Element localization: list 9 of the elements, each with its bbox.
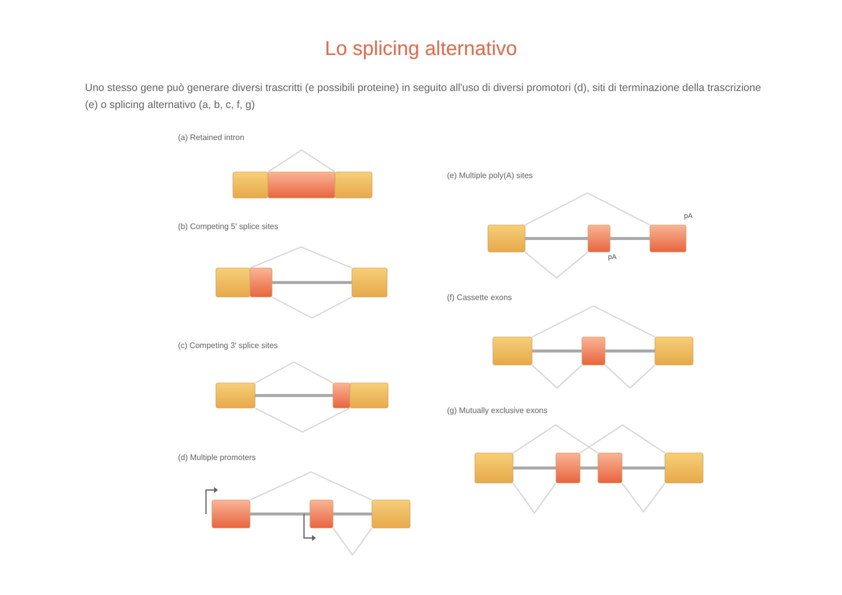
panel-heading: (f) Cassette exons <box>447 293 512 302</box>
panel-heading: (g) Mutually exclusive exons <box>447 406 548 415</box>
panel-heading: (d) Multiple promoters <box>178 453 256 462</box>
panel-heading: (b) Competing 5' splice sites <box>178 222 278 231</box>
panel-heading: (a) Retained intron <box>178 133 244 142</box>
paragraph: Uno stesso gene può generare diversi trascritti (e possibili proteine) in seguito all'uso di diversi promotori (d), siti di terminazione della trascrizione (e) o splicing alternativo (a, b, c, f, g) <box>85 81 762 113</box>
title: Lo splicing alternativo <box>324 38 518 61</box>
panel-heading: (c) Competing 3' splice sites <box>178 341 278 350</box>
panel-heading: (e) Multiple poly(A) sites <box>447 171 533 180</box>
